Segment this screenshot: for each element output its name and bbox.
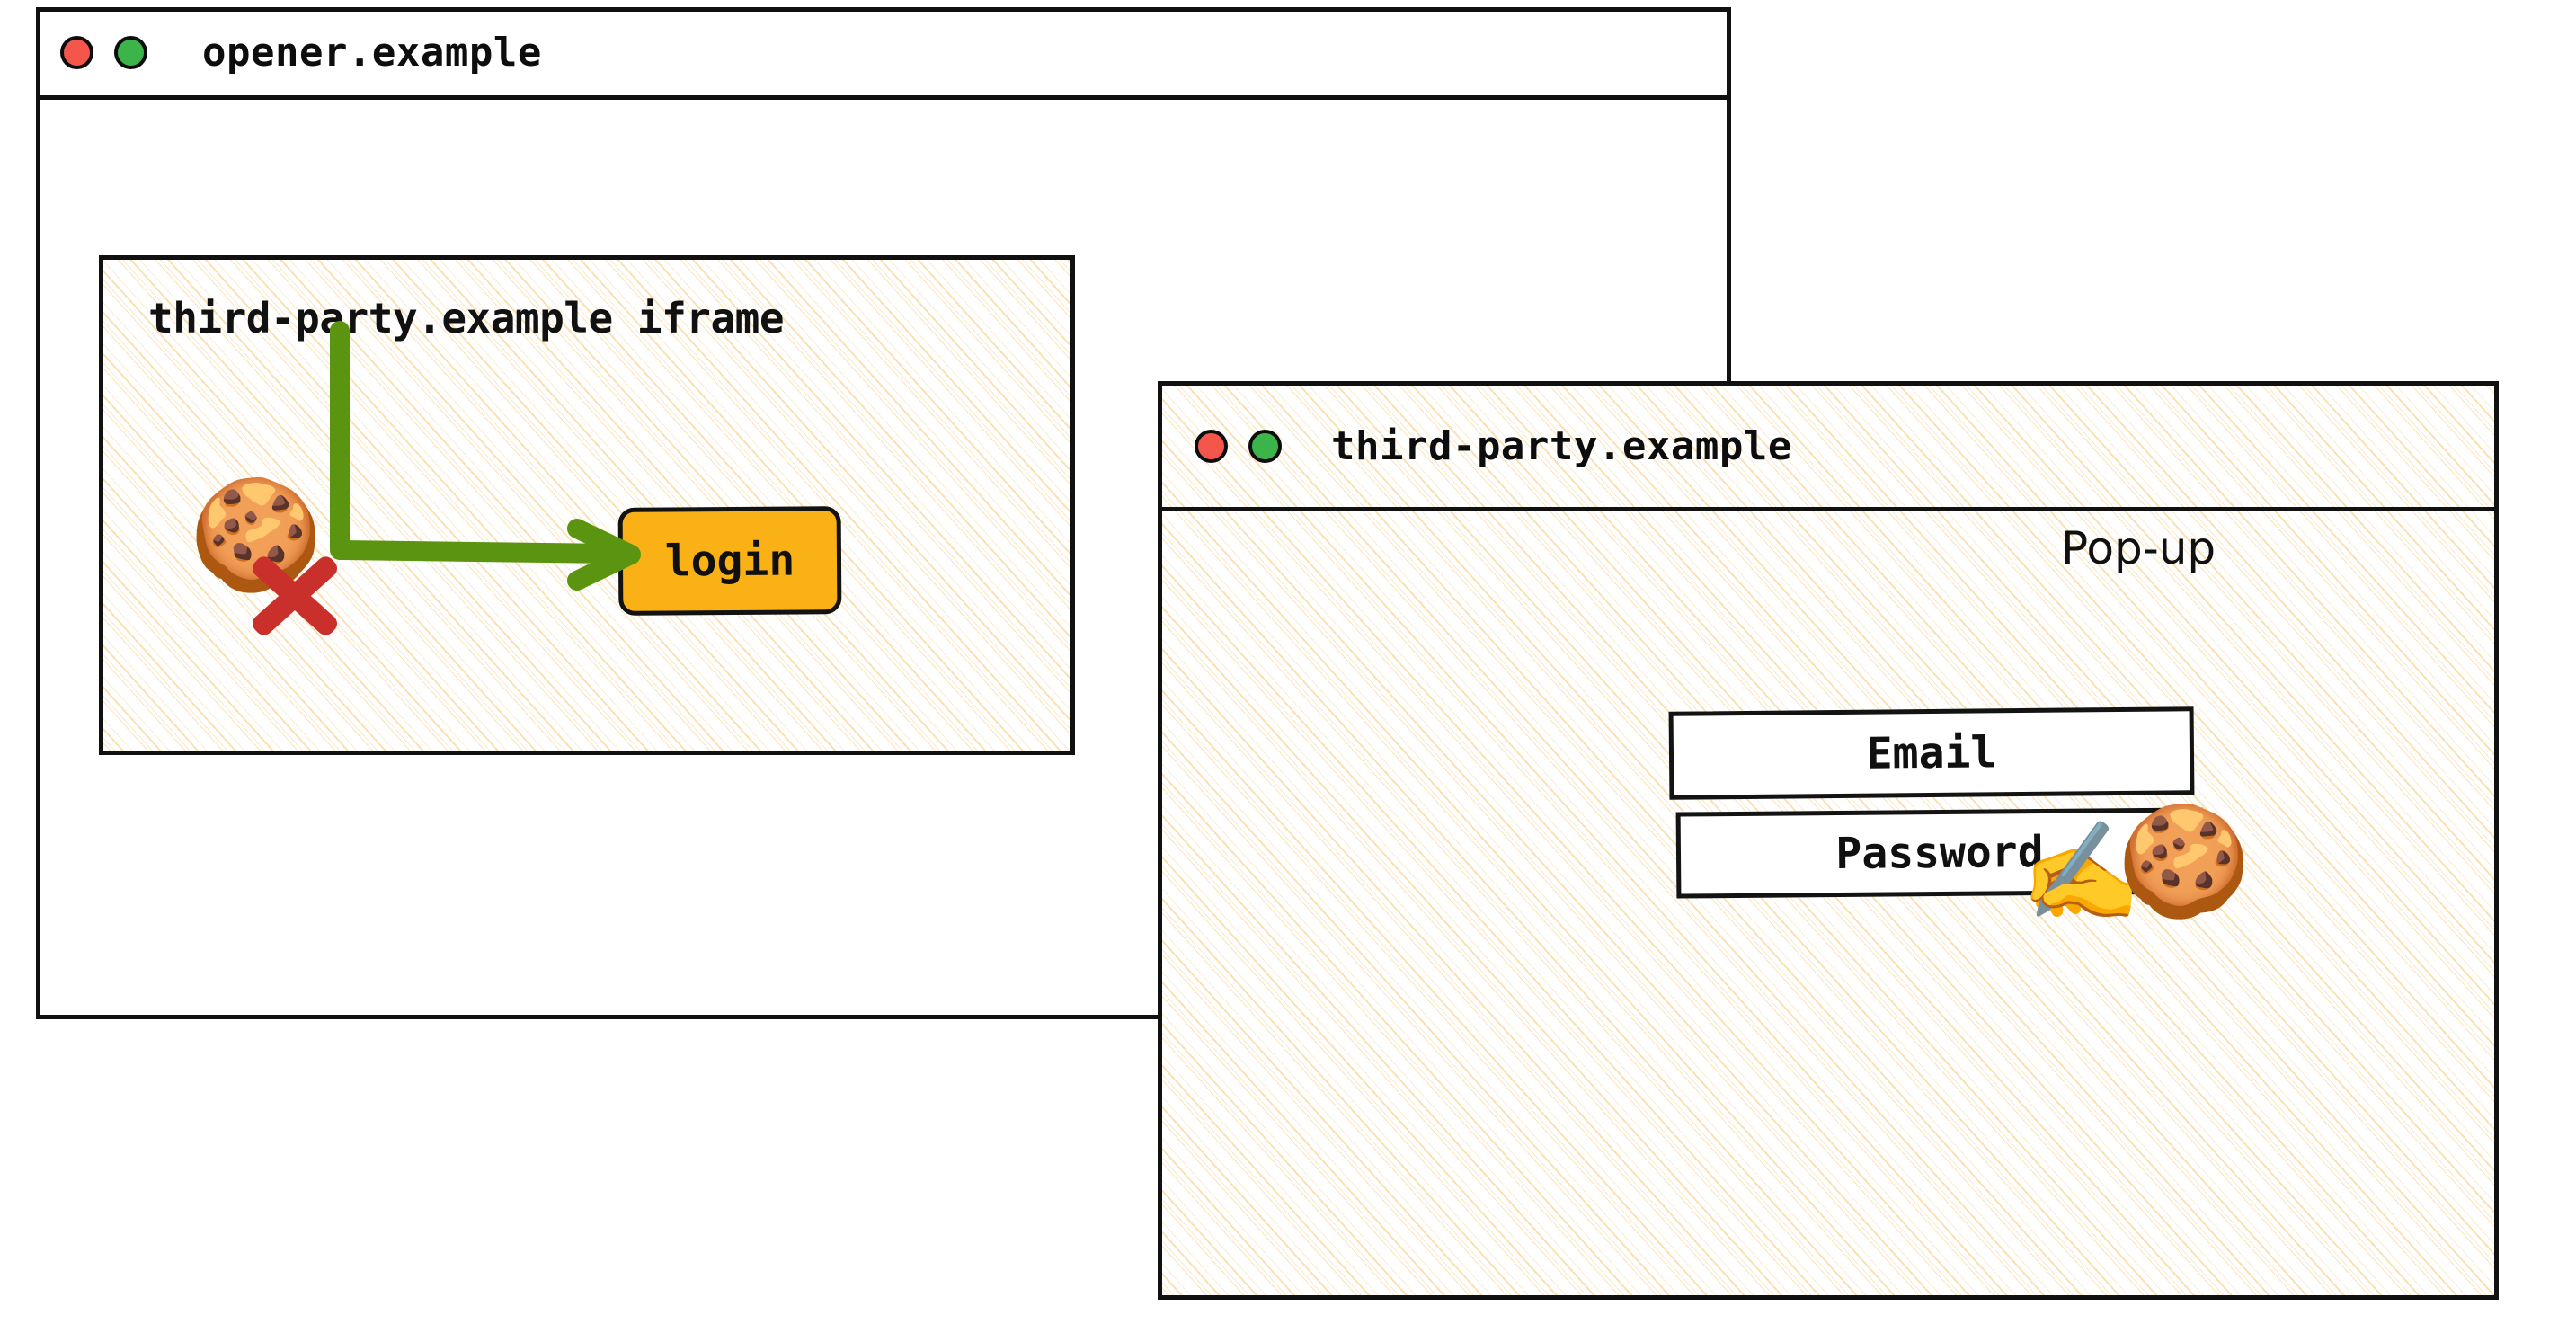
maximize-dot[interactable]: [114, 36, 147, 69]
close-dot[interactable]: [60, 36, 93, 69]
popup-titlebar: third-party.example: [1162, 386, 2494, 511]
writing-hand-icon: ✍️: [2021, 816, 2142, 929]
popup-browser-window: third-party.example Email Password login…: [1158, 381, 2499, 1300]
iframe-label: third-party.example iframe: [148, 294, 785, 342]
blocked-cookie-group: 🍪: [189, 482, 369, 644]
close-dot[interactable]: [1195, 430, 1228, 463]
iframe-login-button[interactable]: login: [617, 506, 842, 616]
opener-window-title: opener.example: [202, 30, 542, 76]
cookie-icon: 🍪: [2117, 799, 2252, 924]
opener-titlebar: opener.example: [39, 10, 1730, 100]
third-party-iframe: third-party.example iframe 🍪 login: [99, 255, 1075, 755]
popup-annotation-label: Pop-up: [2061, 522, 2216, 574]
email-field[interactable]: Email: [1668, 706, 2195, 800]
popup-window-title: third-party.example: [1331, 423, 1792, 469]
maximize-dot[interactable]: [1248, 430, 1282, 463]
red-x-icon: [245, 546, 344, 645]
